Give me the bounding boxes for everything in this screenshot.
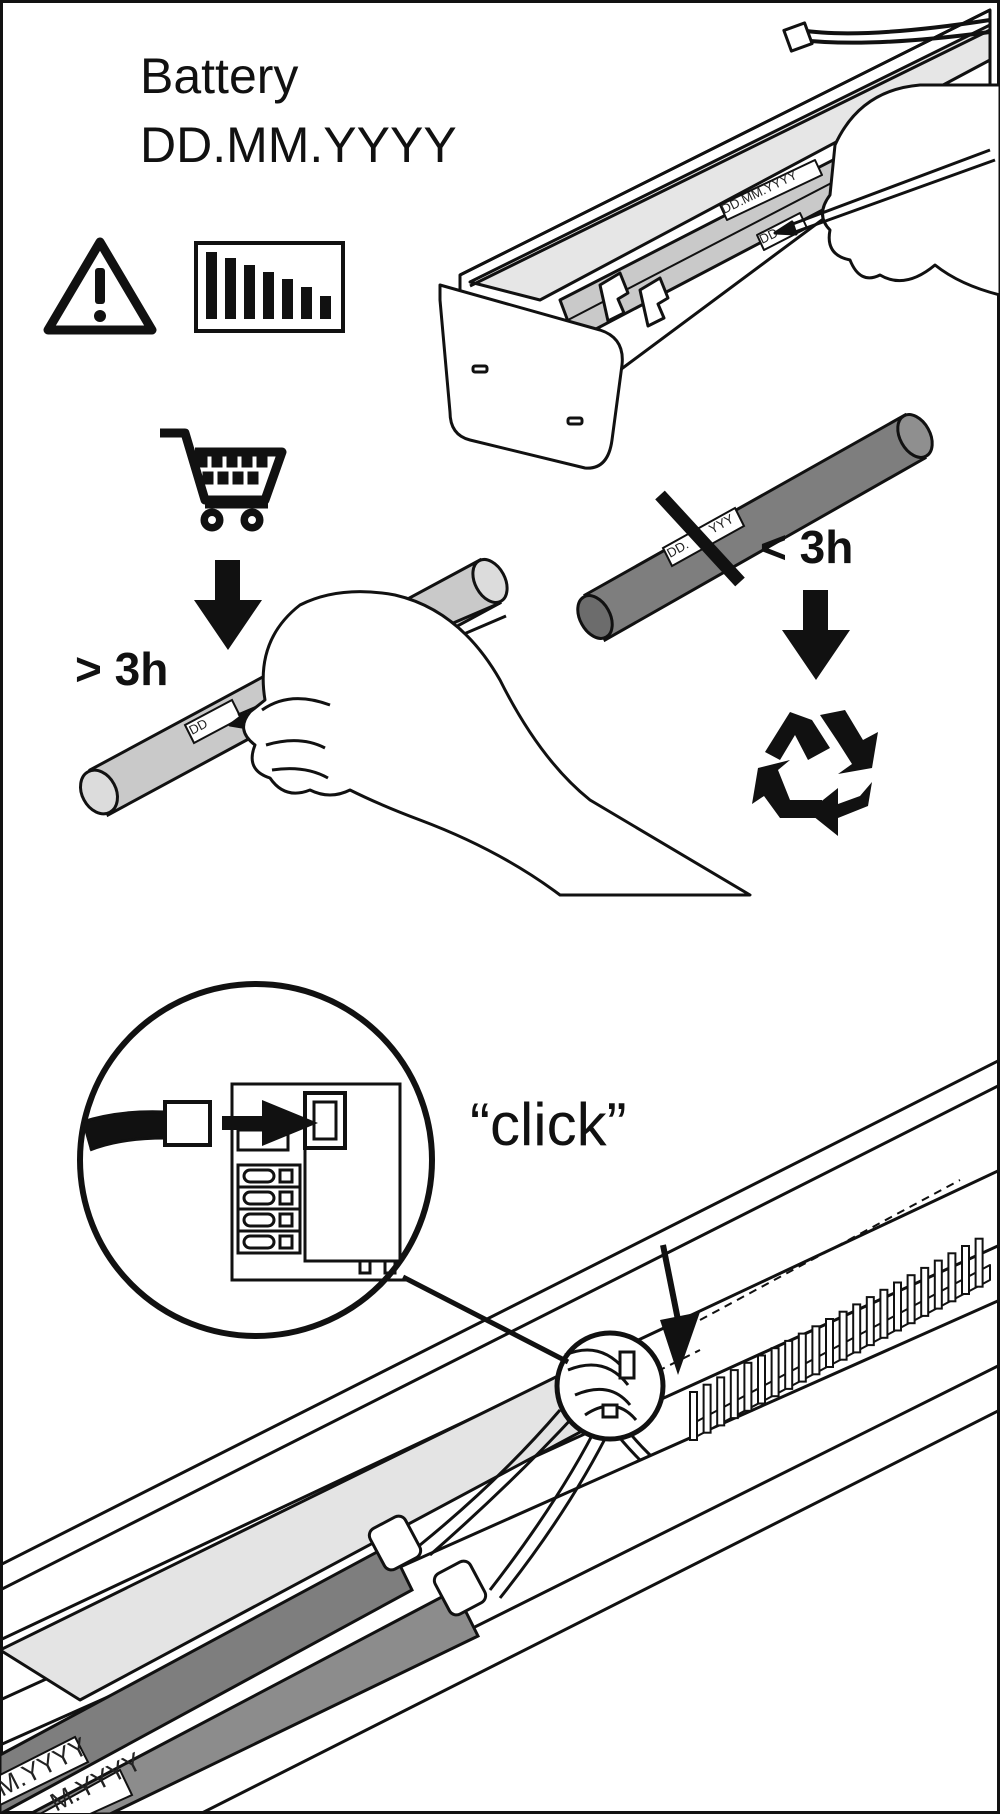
comb-tooth	[770, 1347, 780, 1398]
comb-tooth	[906, 1274, 916, 1325]
hand-writing-top	[773, 83, 1000, 297]
battery-level-icon	[194, 241, 345, 333]
comb-tooth	[879, 1288, 889, 1339]
leader-line	[401, 1274, 570, 1365]
comb-tooth	[784, 1339, 794, 1390]
click-text: “click”	[470, 1091, 627, 1158]
hand-writing-middle	[228, 590, 752, 897]
comb-tooth	[838, 1310, 848, 1361]
cross-out-icon	[655, 490, 745, 587]
comb-teeth-ticks	[689, 1237, 984, 1441]
arrow-right-icon	[222, 1100, 318, 1146]
comb-tooth	[825, 1318, 834, 1368]
comb-tooth	[865, 1296, 875, 1347]
comb-tooth	[757, 1354, 766, 1405]
old-battery: DD. YYY	[576, 412, 934, 643]
comb-tooth	[933, 1259, 943, 1310]
comb-tooth	[893, 1281, 902, 1332]
comb-tooth	[689, 1391, 698, 1441]
header-date-format: DD.MM.YYYY	[140, 117, 457, 173]
duration-less-than-3h: < 3h	[760, 521, 853, 573]
comb-tooth	[920, 1266, 930, 1317]
warning-icon	[43, 237, 157, 335]
comb-tooth	[702, 1383, 712, 1434]
magnified-connector-view	[77, 981, 435, 1339]
comb-tooth	[947, 1252, 957, 1303]
comb-tooth	[961, 1245, 970, 1295]
comb-tooth	[743, 1361, 753, 1412]
duration-more-than-3h: > 3h	[75, 643, 168, 695]
battery-bottom-1: M.YYYY	[0, 1514, 423, 1814]
comb-tooth	[729, 1369, 739, 1420]
detail-focus-circle	[554, 1330, 666, 1442]
connector-detail-small	[564, 1348, 638, 1421]
arrow-down-icon	[660, 1244, 700, 1375]
comb-tooth	[716, 1376, 726, 1427]
comb-tooth	[811, 1325, 821, 1376]
comb-tooth	[974, 1237, 984, 1288]
terminal-block	[236, 1128, 302, 1255]
comb-tooth	[852, 1303, 862, 1354]
pen-label: DD	[183, 698, 243, 745]
arrow-down-icon	[194, 560, 262, 650]
recycle-icon	[752, 710, 878, 836]
svg-text:DD: DD	[757, 225, 780, 247]
comb-tooth	[797, 1332, 807, 1383]
arrow-down-icon	[782, 590, 850, 680]
header-title: Battery	[140, 48, 298, 104]
shopping-cart-icon	[160, 428, 287, 532]
